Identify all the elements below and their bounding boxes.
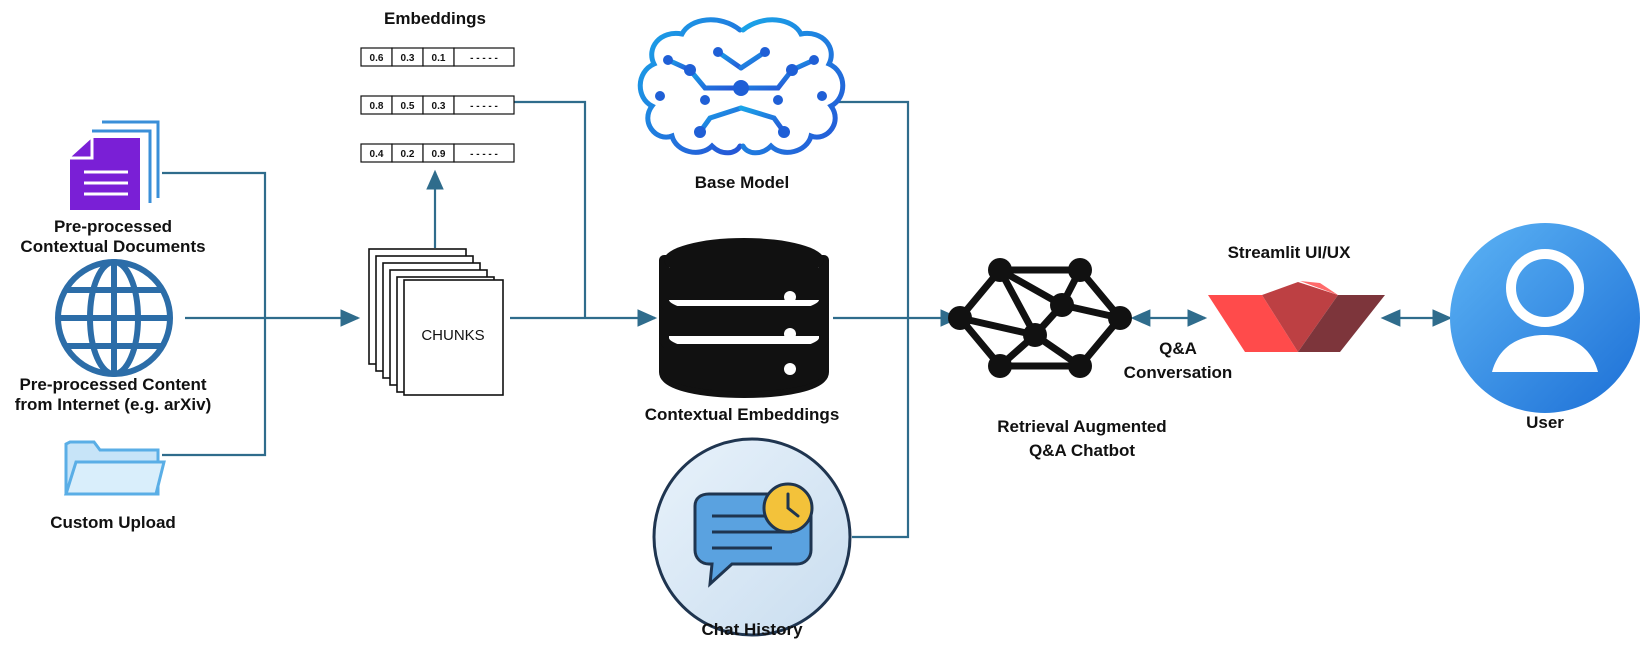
embedding-value: - - - - -: [470, 101, 498, 112]
embedding-value: 0.3: [401, 53, 415, 64]
conversation-label-line2: Conversation: [1124, 363, 1233, 382]
contextual-embeddings-label: Contextual Embeddings: [645, 405, 840, 424]
embedding-cell: [453, 47, 515, 67]
network-icon: [956, 266, 1124, 370]
embedding-cell: [453, 143, 515, 163]
streamlit-label: Streamlit UI/UX: [1228, 243, 1351, 262]
internet-label-line1: Pre-processed Content: [19, 375, 206, 394]
brain-nodes: [655, 47, 827, 138]
database-icon: [659, 238, 829, 398]
user-avatar-icon: [1450, 223, 1640, 413]
embedding-value: 0.4: [370, 149, 384, 160]
base-model-connector: [835, 100, 910, 539]
embedding-cell: [453, 95, 515, 115]
embeddings-connector: [512, 100, 587, 318]
internet-label-line2: from Internet (e.g. arXiv): [15, 395, 211, 414]
embedding-vector: 0.4 0.2 0.9 - - - - -: [360, 143, 515, 163]
embedding-value: 0.6: [370, 53, 384, 64]
documents-icon: [70, 120, 160, 210]
embedding-vector: 0.8 0.5 0.3 - - - - -: [360, 95, 515, 115]
embedding-value: 0.9: [432, 149, 446, 160]
embeddings-title: Embeddings: [384, 9, 486, 28]
connectors: [162, 100, 1453, 539]
network-nodes: [948, 258, 1132, 378]
documents-label-line1: Pre-processed: [54, 217, 172, 236]
embedding-value: 0.8: [370, 101, 384, 112]
user-label: User: [1526, 413, 1564, 432]
embedding-value: 0.1: [432, 53, 446, 64]
embedding-value: 0.5: [401, 101, 415, 112]
streamlit-logo-icon: [1208, 281, 1385, 352]
embedding-value: - - - - -: [470, 149, 498, 160]
embedding-value: 0.3: [432, 101, 446, 112]
documents-connector: [162, 171, 267, 457]
folder-icon: [63, 440, 166, 496]
base-model-label: Base Model: [695, 173, 789, 192]
embedding-vector: 0.6 0.3 0.1 - - - - -: [360, 47, 515, 67]
chatbot-label-line1: Retrieval Augmented: [997, 417, 1166, 436]
globe-icon: [55, 259, 173, 377]
embedding-value: - - - - -: [470, 53, 498, 64]
upload-label: Custom Upload: [50, 513, 176, 532]
chunks-label: CHUNKS: [421, 327, 484, 344]
chunks-stack: [368, 248, 504, 396]
chatbot-label-line2: Q&A Chatbot: [1029, 441, 1135, 460]
chat-history-icon: [652, 437, 852, 637]
conversation-label-line1: Q&A: [1159, 339, 1197, 358]
chat-history-label: Chat History: [701, 620, 803, 639]
documents-label-line2: Contextual Documents: [20, 237, 205, 256]
embedding-value: 0.2: [401, 149, 415, 160]
